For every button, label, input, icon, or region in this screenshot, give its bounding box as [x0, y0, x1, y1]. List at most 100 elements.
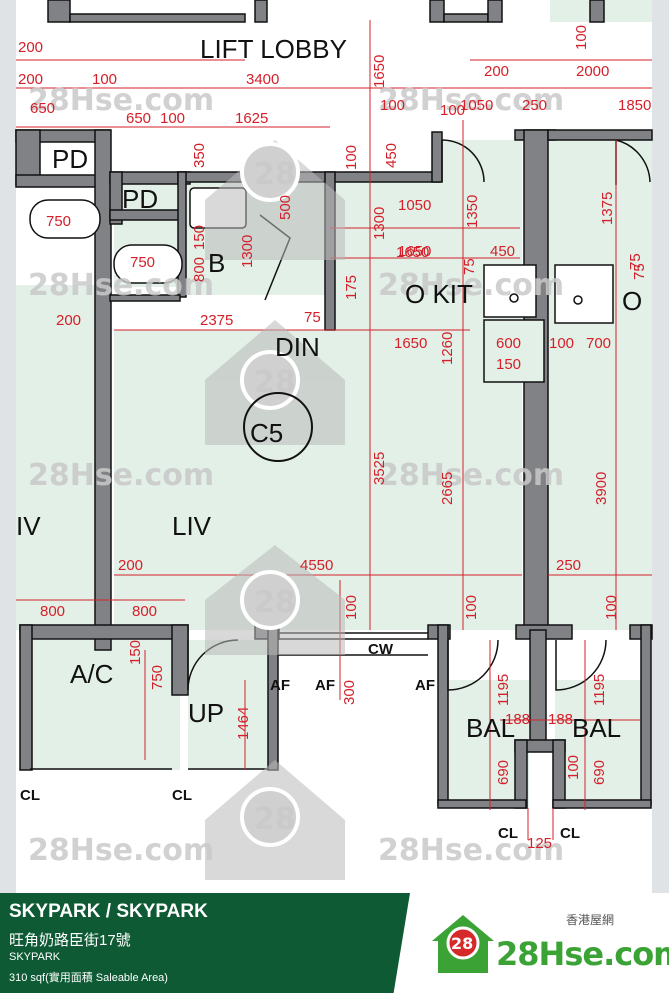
dimension-text: 300 [341, 680, 358, 705]
dimension-text: 200 [18, 39, 43, 56]
room-up: UP [188, 698, 224, 728]
label-af: AF [415, 677, 435, 694]
dimension-text: 100 [549, 335, 574, 352]
dimension-text: 1350 [464, 195, 481, 228]
watermark-text: 28Hse.com [378, 83, 564, 118]
watermark-badge-number: 28 [254, 157, 296, 192]
dimension-text: 750 [46, 213, 71, 230]
dimension-text: 650 [30, 100, 55, 117]
top-walls [47, 0, 605, 23]
dimension-text: 100 [573, 25, 590, 50]
dimension-text: 100 [565, 755, 582, 780]
dimension-text: 450 [490, 243, 515, 260]
dimension-text: 700 [586, 335, 611, 352]
windows [30, 632, 428, 770]
watermark-text: 28Hse.com [28, 833, 214, 868]
dimension-text: 1195 [591, 674, 608, 706]
watermark-text: 28Hse.com [378, 833, 564, 868]
dimension-text: 750 [130, 254, 155, 271]
dimension-text: 250 [556, 557, 581, 574]
dimension-text: 2000 [576, 63, 609, 80]
room-din: DIN [275, 332, 320, 362]
dimension-text: 100 [463, 595, 480, 620]
room-liv-neighbour: IV [16, 511, 41, 541]
dimension-text: 100 [603, 595, 620, 620]
footer: SKYPARK / SKYPARK 旺角奶路臣街17號 SKYPARK 310 … [0, 893, 669, 993]
room-open-kitchen-neighbour: O [622, 286, 642, 316]
dimension-text: 4550 [300, 557, 333, 574]
label-af: AF [315, 677, 335, 694]
property-name: SKYPARK [9, 951, 61, 963]
dimension-text: 600 [496, 335, 521, 352]
footer-band: SKYPARK / SKYPARK 旺角奶路臣街17號 SKYPARK 310 … [0, 893, 410, 993]
label-cl: CL [560, 825, 580, 842]
dimension-text: 1260 [439, 332, 456, 365]
dimension-text: 100 [343, 595, 360, 620]
dimension-text: 200 [484, 63, 509, 80]
dimension-text: 75 [461, 258, 478, 275]
label-cl: CL [172, 787, 192, 804]
dimension-text: 3525 [371, 452, 388, 485]
dimension-text: 2375 [200, 312, 233, 329]
label-af: AF [270, 677, 290, 694]
logo-badge-number: 28 [451, 934, 473, 953]
watermark-text: 28Hse.com [378, 268, 564, 303]
dimension-text: 750 [149, 665, 166, 690]
dimension-text: 75 [631, 263, 648, 280]
dimension-text: 500 [277, 195, 294, 220]
dimension-text: 188 [505, 711, 530, 728]
label-cw: CW [368, 641, 394, 658]
room-liv: LIV [172, 511, 212, 541]
watermark-badge-number: 28 [254, 585, 296, 620]
property-area: 310 sqf(實用面積 Saleable Area) [9, 972, 168, 984]
label-cl: CL [20, 787, 40, 804]
neighbour-unit-right [547, 140, 652, 630]
dimension-text: 1650 [371, 55, 388, 88]
dimension-text: 1625 [235, 110, 268, 127]
dimension-text: 188 [548, 711, 573, 728]
dimension-text: 690 [591, 760, 608, 785]
balcony-right-floor [555, 680, 641, 808]
dimension-text: 100 [92, 71, 117, 88]
room-bath: B [208, 248, 225, 278]
unit-walls [15, 129, 653, 809]
dimension-text: 200 [118, 557, 143, 574]
dimension-text: 1850 [618, 97, 651, 114]
dimension-text: 1050 [398, 197, 431, 214]
dimension-text: 150 [496, 356, 521, 373]
side-margin-left [0, 0, 16, 893]
dimension-text: 125 [527, 835, 552, 852]
room-pd: PD [52, 144, 88, 174]
watermark-text: 28Hse.com [28, 83, 214, 118]
property-address: 旺角奶路臣街17號 [9, 932, 131, 949]
dimension-text: 1300 [239, 235, 256, 268]
room-ac: A/C [70, 659, 113, 689]
dimension-text: 800 [132, 603, 157, 620]
property-title: SKYPARK / SKYPARK [9, 901, 208, 922]
watermark-badge-number: 28 [254, 802, 296, 837]
room-lift-lobby: LIFT LOBBY [200, 34, 347, 64]
logo-house-icon: 28 [432, 915, 494, 973]
dimension-text: 3400 [246, 71, 279, 88]
dimension-text: 100 [160, 110, 185, 127]
dimension-text: 450 [383, 143, 400, 168]
dimension-text: 1650 [398, 243, 431, 260]
dimension-text: 200 [18, 71, 43, 88]
dimension-text: 350 [191, 143, 208, 168]
side-margin-right [652, 0, 669, 893]
dimension-text: 175 [343, 275, 360, 300]
dimension-text: 100 [343, 145, 360, 170]
dimension-text: 1050 [460, 97, 493, 114]
dimension-text: 200 [56, 312, 81, 329]
neighbour-unit-left [16, 285, 96, 630]
dimension-text: 1195 [495, 674, 512, 706]
dimension-text: 690 [495, 760, 512, 785]
unit-label: C5 [250, 418, 283, 448]
tub-bath [113, 244, 183, 284]
dimension-text: 800 [40, 603, 65, 620]
site-logo[interactable]: 28 香港屋網 28Hse.com [430, 909, 669, 979]
dimension-text: 75 [627, 253, 644, 270]
watermark-text: 28Hse.com [28, 458, 214, 493]
up-floor [188, 640, 270, 770]
